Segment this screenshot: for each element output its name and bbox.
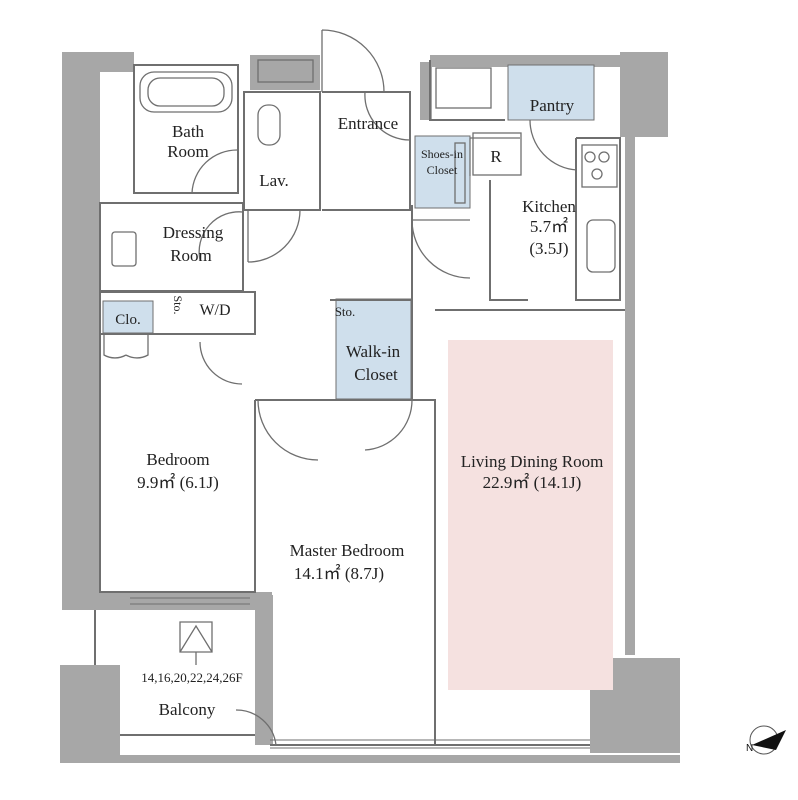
hatch-ladder [179, 621, 213, 653]
closet-fills [102, 64, 595, 400]
shoe-shelf [454, 142, 466, 204]
master-area: 14.1㎡ (8.7J) [294, 564, 384, 583]
entrance-label: Entrance [338, 114, 398, 133]
walkin-label-2: Closet [354, 365, 398, 384]
bathtub [139, 71, 233, 113]
kitchen-area: 5.7㎡ [530, 217, 568, 236]
balcony-label: Balcony [159, 700, 216, 719]
compass-label: N [746, 743, 753, 754]
bedroom-area: 9.9㎡ (6.1J) [137, 473, 219, 492]
washer-dryer-label: W/D [199, 302, 230, 319]
kitchen-jo: (3.5J) [529, 239, 568, 258]
pantry-label: Pantry [530, 96, 575, 115]
storage-small-label: Sto. [171, 295, 185, 314]
living-label: Living Dining Room [461, 452, 604, 471]
bath-label-2: Room [167, 142, 209, 161]
floors-label: 14,16,20,22,24,26F [141, 670, 242, 685]
master-label: Master Bedroom [290, 541, 405, 560]
shoes-label: Shoes-in [421, 147, 463, 161]
kitchen-sink [586, 219, 616, 273]
windows [130, 597, 590, 749]
walkin-label: Walk-in [346, 342, 401, 361]
closet-label: Clo. [115, 312, 140, 328]
bath-label: Bath [172, 122, 205, 141]
door-swings [103, 29, 578, 746]
partition-walls [94, 60, 625, 746]
living-floor-notch [448, 610, 568, 690]
kitchen-label: Kitchen [522, 197, 576, 216]
room-labels: Bath Room Lav. Entrance Shoes-in Closet … [115, 96, 603, 719]
storage-hall-label: Sto. [335, 304, 356, 319]
lav-label: Lav. [259, 171, 289, 190]
compass-icon: N [746, 725, 786, 755]
sink [111, 231, 137, 267]
toilet [257, 104, 281, 146]
bedroom-label: Bedroom [146, 450, 209, 469]
dressing-label-2: Room [170, 246, 212, 265]
fridge-label: R [490, 147, 502, 166]
stove [581, 144, 618, 188]
fridge-box [472, 132, 522, 176]
shoes-label-2: Closet [427, 163, 458, 177]
living-area: 22.9㎡ (14.1J) [483, 473, 582, 492]
fixtures [111, 59, 618, 665]
dressing-label: Dressing [163, 223, 224, 242]
